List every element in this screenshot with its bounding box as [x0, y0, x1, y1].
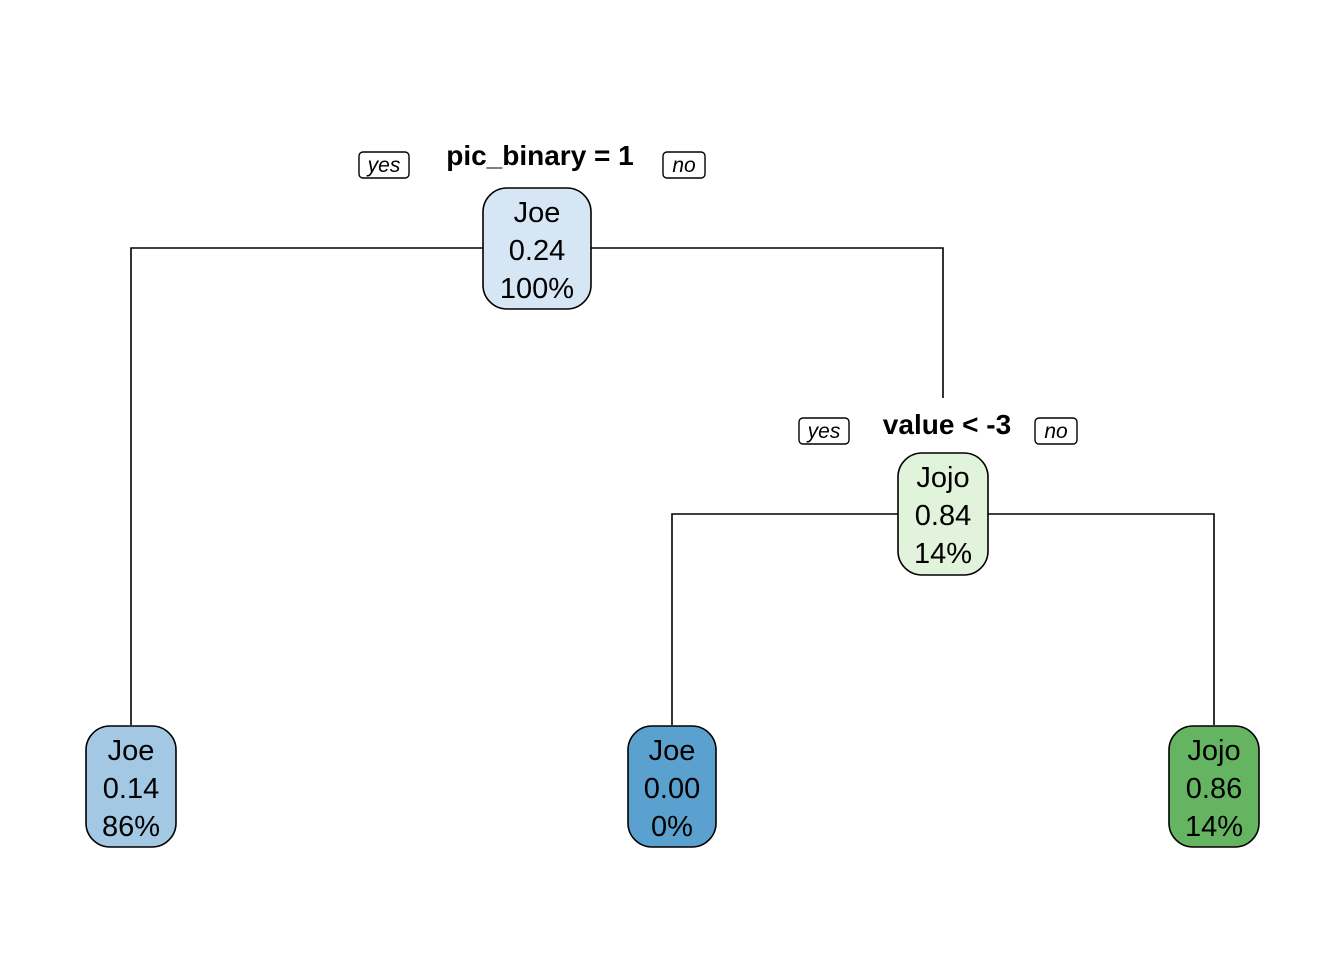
node-prob-internal-right: 0.84	[915, 500, 971, 532]
root-yes-badge	[358, 151, 410, 179]
node-class-internal-right: Jojo	[916, 462, 969, 494]
node-percent-leaf-mid: 0%	[651, 811, 693, 843]
node-box-root	[482, 187, 592, 310]
internal-split: yes value < -3 no	[798, 409, 1078, 445]
node-box-leaf-mid	[627, 725, 717, 848]
root-yes-label: yes	[366, 154, 401, 177]
node-prob-leaf-right: 0.86	[1186, 773, 1242, 805]
internal-no-badge	[1034, 417, 1078, 445]
root-split: yes pic_binary = 1 no	[358, 140, 706, 179]
tree-node-leaf-mid: Joe 0.00 0%	[627, 725, 717, 848]
node-prob-root: 0.24	[509, 235, 565, 267]
internal-split-label: value < -3	[883, 409, 1011, 440]
root-no-badge	[662, 151, 706, 179]
edge-root-to-leaf-left	[130, 247, 483, 725]
tree-node-root: Joe 0.24 100%	[482, 187, 592, 310]
node-box-leaf-right	[1168, 725, 1260, 848]
node-percent-leaf-left: 86%	[102, 811, 160, 843]
node-box-internal-right	[897, 452, 989, 576]
edge-root-to-internal-right	[591, 247, 944, 398]
root-no-label: no	[672, 154, 696, 177]
tree-edges	[130, 247, 1215, 725]
node-class-leaf-mid: Joe	[649, 735, 696, 767]
node-class-root: Joe	[514, 197, 561, 229]
root-split-label: pic_binary = 1	[446, 140, 634, 171]
node-prob-leaf-mid: 0.00	[644, 773, 700, 805]
internal-no-label: no	[1044, 420, 1068, 443]
internal-yes-label: yes	[806, 420, 841, 443]
tree-node-internal-right: Jojo 0.84 14%	[897, 452, 989, 576]
internal-yes-badge	[798, 417, 850, 445]
node-class-leaf-right: Jojo	[1187, 735, 1240, 767]
node-box-leaf-left	[85, 725, 177, 848]
tree-node-leaf-left: Joe 0.14 86%	[85, 725, 177, 848]
node-percent-root: 100%	[500, 273, 574, 305]
node-class-leaf-left: Joe	[108, 735, 155, 767]
node-percent-leaf-right: 14%	[1185, 811, 1243, 843]
tree-node-leaf-right: Jojo 0.86 14%	[1168, 725, 1260, 848]
edge-internal-to-leaf-right	[988, 513, 1215, 725]
node-prob-leaf-left: 0.14	[103, 773, 159, 805]
node-percent-internal-right: 14%	[914, 538, 972, 570]
edge-internal-to-leaf-mid	[671, 513, 898, 725]
